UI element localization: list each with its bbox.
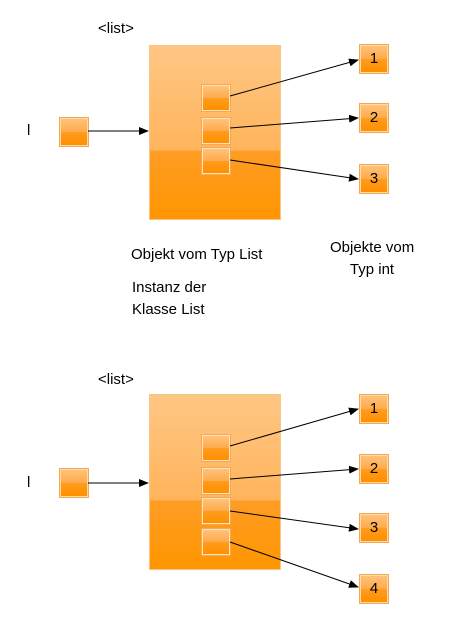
list-slot-0 <box>202 435 230 461</box>
int-object-3: 3 <box>360 514 388 542</box>
diagram-list-four-items: <list> l 1 2 3 4 <box>0 349 459 618</box>
arrow-slot1-to-int2 <box>229 465 359 480</box>
list-slot-0 <box>202 85 230 111</box>
int-object-1: 1 <box>360 395 388 423</box>
int-object-4: 4 <box>360 575 388 603</box>
list-type-label: <list> <box>98 371 134 388</box>
caption-list-object: Objekt vom Typ List <box>131 246 263 263</box>
list-slot-1 <box>202 118 230 144</box>
diagram-list-three-items: <list> l 1 2 3 Objekt vom Typ List Insta… <box>27 20 415 318</box>
caption-instance-line1: Instanz der <box>132 279 207 296</box>
int-object-2: 2 <box>360 104 388 132</box>
reference-arrows <box>88 58 359 182</box>
arrow-slot0-to-int1 <box>229 58 359 97</box>
arrow-slot2-to-int3 <box>229 510 359 532</box>
list-slot-2 <box>202 148 230 174</box>
list-slot-1 <box>202 468 230 494</box>
int-object-2: 2 <box>360 455 388 483</box>
reference-arrows <box>88 407 359 588</box>
arrow-slot3-to-int4 <box>229 541 359 588</box>
variable-reference-box <box>60 118 88 146</box>
caption-ints-line2: Typ int <box>349 261 395 278</box>
variable-label: l <box>27 474 31 491</box>
arrow-slot0-to-int1 <box>229 407 359 447</box>
arrow-slot1-to-int2 <box>229 114 359 129</box>
list-slot-3 <box>202 529 230 555</box>
caption-instance-line2: Klasse List <box>132 301 205 318</box>
arrow-slot2-to-int3 <box>229 159 359 182</box>
list-slot-2 <box>202 498 230 524</box>
variable-reference-box <box>60 469 88 497</box>
int-object-1: 1 <box>360 45 388 73</box>
list-type-label: <list> <box>98 20 134 37</box>
int-object-3: 3 <box>360 165 388 193</box>
caption-ints-line1: Objekte vom <box>330 239 415 256</box>
variable-label: l <box>27 122 31 139</box>
